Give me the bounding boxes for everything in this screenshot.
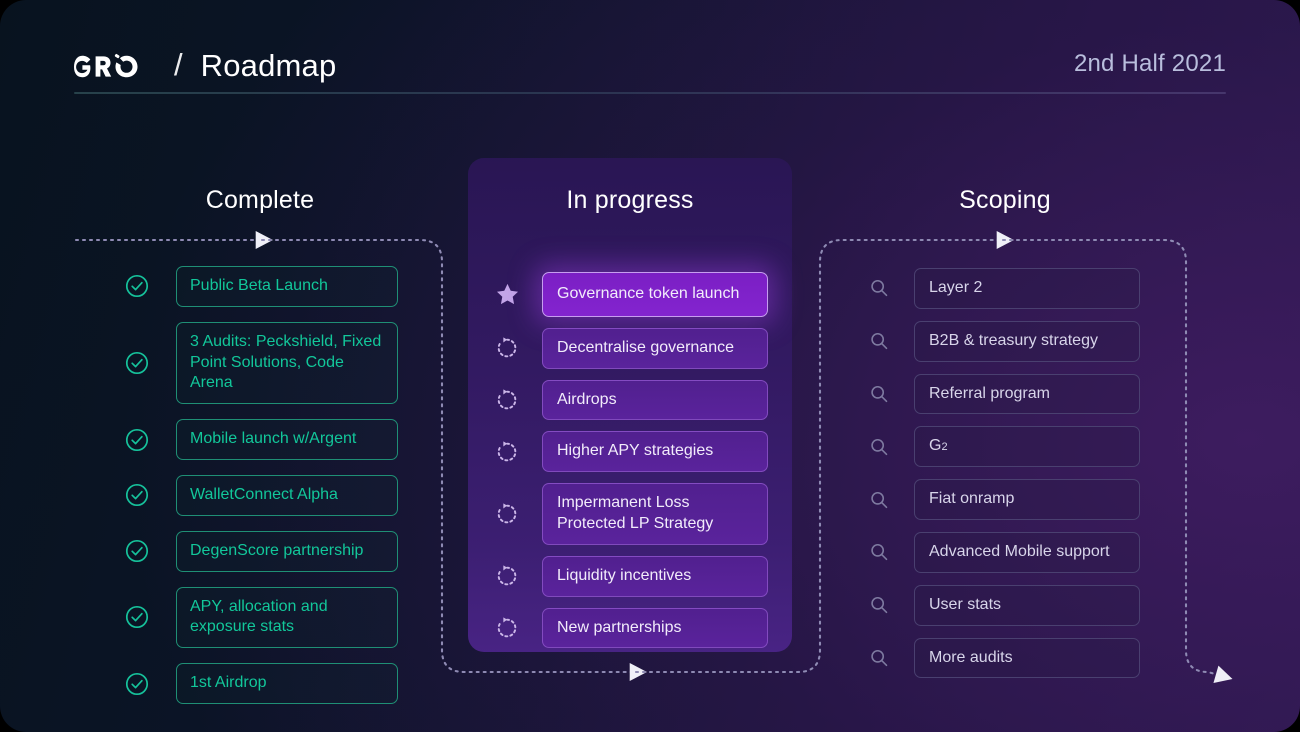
scoping-item-card[interactable]: Layer 2 <box>914 268 1140 309</box>
header-divider <box>74 92 1226 94</box>
complete-item-card[interactable]: APY, allocation and exposure stats <box>176 586 398 649</box>
list-item: DegenScore partnership <box>124 530 398 572</box>
check-circle-icon <box>124 273 150 299</box>
rotate-ccw-icon <box>494 501 520 527</box>
check-circle-icon <box>124 427 150 453</box>
in-progress-item-card[interactable]: Impermanent Loss Protected LP Strategy <box>542 483 768 545</box>
page-header: / Roadmap 2nd Half 2021 <box>74 38 1226 94</box>
list-item: Impermanent Loss Protected LP Strategy <box>494 483 768 545</box>
in-progress-item-card[interactable]: Higher APY strategies <box>542 431 768 473</box>
search-icon <box>866 434 892 460</box>
rotate-ccw-icon <box>494 615 520 641</box>
in-progress-item-card[interactable]: Airdrops <box>542 379 768 421</box>
list-item: Liquidity incentives <box>494 555 768 597</box>
complete-item-card[interactable]: 3 Audits: Peckshield, Fixed Point Soluti… <box>176 321 398 405</box>
list-item: 3 Audits: Peckshield, Fixed Point Soluti… <box>124 321 398 405</box>
list-item: B2B & treasury strategy <box>866 320 1140 362</box>
check-circle-icon <box>124 671 150 697</box>
list-item: New partnerships <box>494 607 768 649</box>
in-progress-item-card[interactable]: Liquidity incentives <box>542 555 768 597</box>
search-icon <box>866 539 892 565</box>
scoping-item-card[interactable]: User stats <box>914 584 1140 626</box>
check-circle-icon <box>124 538 150 564</box>
header-period: 2nd Half 2021 <box>1073 50 1226 77</box>
rotate-ccw-icon <box>494 439 520 465</box>
complete-item-card[interactable]: Mobile launch w/Argent <box>176 419 398 460</box>
list-item: APY, allocation and exposure stats <box>124 586 398 649</box>
complete-item-card[interactable]: DegenScore partnership <box>176 530 398 572</box>
page-title: Roadmap <box>200 48 337 83</box>
check-circle-icon <box>124 604 150 630</box>
list-item: Decentralise governance <box>494 327 768 369</box>
in-progress-item-card-featured[interactable]: Governance token launch <box>542 272 768 317</box>
scoping-item-card[interactable]: B2B & treasury strategy <box>914 320 1140 362</box>
star-icon <box>494 281 520 307</box>
rotate-ccw-icon <box>494 335 520 361</box>
gro-logo-icon <box>74 51 156 81</box>
column-title-in-progress: In progress <box>566 186 694 214</box>
list-item: 1st Airdrop <box>124 663 398 704</box>
list-item: Referral program <box>866 373 1140 415</box>
column-title-complete: Complete <box>205 186 315 214</box>
complete-item-card[interactable]: Public Beta Launch <box>176 266 398 307</box>
in-progress-item-card[interactable]: Decentralise governance <box>542 327 768 369</box>
rotate-ccw-icon <box>494 387 520 413</box>
complete-item-card[interactable]: 1st Airdrop <box>176 663 398 704</box>
column-complete: Public Beta Launch 3 Audits: Peckshield, … <box>124 266 398 704</box>
search-icon <box>866 487 892 513</box>
list-item: Advanced Mobile support <box>866 531 1140 573</box>
list-item: Governance token launch <box>494 272 768 317</box>
list-item: Layer 2 <box>866 268 1140 309</box>
list-item: Fiat onramp <box>866 479 1140 520</box>
scoping-item-card[interactable]: Referral program <box>914 373 1140 415</box>
search-icon <box>866 275 892 301</box>
scoping-item-card[interactable]: Fiat onramp <box>914 479 1140 520</box>
rotate-ccw-icon <box>494 563 520 589</box>
list-item: Airdrops <box>494 379 768 421</box>
search-icon <box>866 381 892 407</box>
list-item: User stats <box>866 584 1140 626</box>
column-title-scoping: Scoping <box>959 186 1051 214</box>
check-circle-icon <box>124 350 150 376</box>
list-item: More audits <box>866 637 1140 679</box>
list-item: WalletConnect Alpha <box>124 474 398 516</box>
scoping-item-card[interactable]: More audits <box>914 637 1140 679</box>
list-item: Public Beta Launch <box>124 266 398 307</box>
scoping-item-card[interactable]: Advanced Mobile support <box>914 531 1140 573</box>
search-icon <box>866 645 892 671</box>
list-item: Higher APY strategies <box>494 431 768 473</box>
in-progress-item-card[interactable]: New partnerships <box>542 607 768 649</box>
header-separator: / <box>174 47 183 82</box>
list-item: Mobile launch w/Argent <box>124 419 398 460</box>
search-icon <box>866 328 892 354</box>
check-circle-icon <box>124 482 150 508</box>
complete-item-card[interactable]: WalletConnect Alpha <box>176 474 398 516</box>
search-icon <box>866 592 892 618</box>
header-brand: / Roadmap <box>74 38 336 94</box>
